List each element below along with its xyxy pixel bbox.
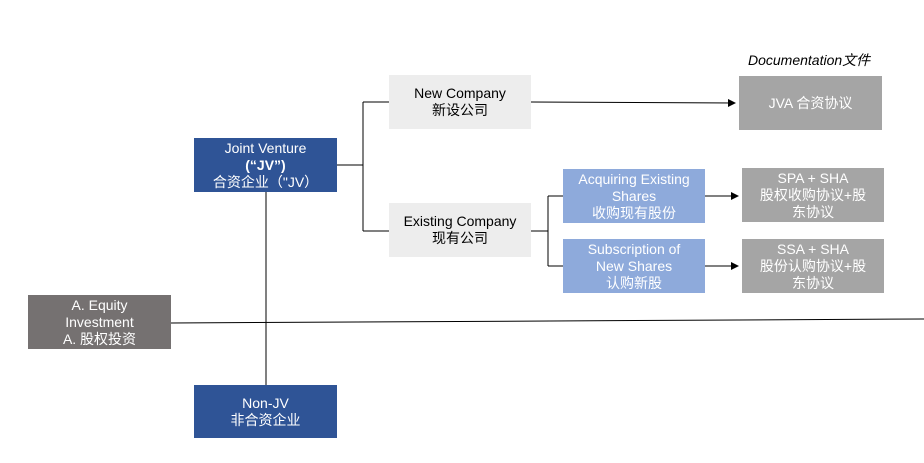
node-label: 合资企业（"JV） [212,173,319,190]
spa-sha-document: SPA + SHA 股权收购协议+股 东协议 [742,168,884,222]
new-company-node: New Company 新设公司 [389,75,531,129]
node-label: Joint Venture [224,139,307,156]
doc-label: 股权收购协议+股 [759,186,867,203]
non-jv-node: Non-JV 非合资企业 [194,385,337,438]
doc-label: 东协议 [792,203,834,220]
jva-document: JVA 合资协议 [739,76,882,130]
documentation-header: Documentation文件 [748,52,871,68]
node-label: Existing Company [403,213,517,229]
node-label: New Shares [595,257,673,274]
new-to-jva-arrow [530,98,736,107]
subscription-shares-node: Subscription of New Shares 认购新股 [563,239,705,293]
joint-venture-node: Joint Venture (“JV”) 合资企业（"JV） [194,138,337,192]
node-label: 现有公司 [432,230,488,246]
existing-company-node: Existing Company 现有公司 [389,203,531,257]
doc-label: SPA + SHA [777,169,849,186]
node-label: (“JV”) [245,156,286,173]
acquiring-shares-node: Acquiring Existing Shares 收购现有股份 [563,169,705,223]
doc-label: 东协议 [792,274,834,291]
node-label: Shares [611,187,657,204]
node-label: New Company [414,85,506,101]
node-label: 收购现有股份 [592,204,676,221]
node-label: Investment [65,313,134,330]
node-label: Subscription of [587,240,681,257]
node-label: A. Equity [71,296,128,313]
node-label: 非合资企业 [230,411,301,428]
node-label: 认购新股 [606,274,662,291]
doc-label: JVA 合资协议 [768,94,853,111]
node-label: Acquiring Existing [578,170,690,187]
ssa-sha-document: SSA + SHA 股份认购协议+股 东协议 [742,239,884,293]
node-label: 新设公司 [432,102,488,118]
node-label: Non-JV [242,394,289,411]
equity-investment-node: A. Equity Investment A. 股权投资 [28,295,171,349]
equity-main-line [170,318,924,324]
node-label: A. 股权投资 [62,330,137,347]
doc-label: 股份认购协议+股 [759,257,867,274]
doc-label: SSA + SHA [777,240,849,257]
